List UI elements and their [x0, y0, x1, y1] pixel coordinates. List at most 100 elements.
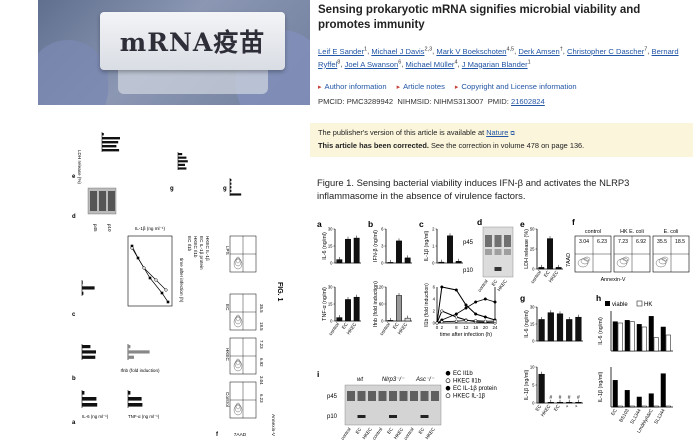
bar	[178, 163, 185, 166]
bar	[636, 324, 642, 352]
y-axis-label: Ifnb (fold induction)	[373, 281, 379, 327]
nature-link[interactable]: Nature	[486, 128, 509, 137]
fc-label: HKEC	[225, 348, 230, 361]
fc-contour	[235, 358, 241, 366]
bar	[653, 405, 659, 408]
y-tick-label: 30	[328, 227, 333, 232]
bar	[230, 182, 232, 185]
gel-band	[494, 267, 502, 271]
triangle-right-icon: ▸	[454, 84, 459, 91]
gel-band	[399, 391, 408, 401]
fc-label: EC	[225, 304, 230, 311]
author-name[interactable]: Michael Müller4	[405, 59, 458, 69]
bar-chart: IL-1β (ng/ml)012	[424, 227, 463, 266]
fc-number: 3.04	[259, 376, 264, 385]
category-label: HKEC	[548, 269, 561, 284]
ldh-bars	[101, 132, 120, 152]
author-link[interactable]: Bernard Ryffel	[318, 46, 679, 69]
bar	[82, 397, 97, 401]
bar	[624, 390, 630, 408]
fc-y-axis: 7AAD	[566, 253, 572, 267]
author-name[interactable]: Mark V Boekschoten4,5	[436, 46, 514, 56]
y-tick-label: 0	[433, 321, 436, 326]
bar	[82, 281, 83, 285]
nihmsid-label: NIHMSID:	[397, 97, 432, 106]
gel-band	[485, 249, 492, 255]
author-information-link[interactable]: ▸Author information	[318, 82, 387, 91]
category-label: +	[565, 404, 571, 409]
gel-band	[494, 249, 502, 255]
author-link[interactable]: Joel A Swanson	[344, 59, 399, 69]
y-tick-label: 10	[530, 365, 535, 370]
author-link[interactable]: Mark V Boekschoten	[436, 46, 507, 56]
author-name[interactable]: Leif E Sander1	[318, 46, 367, 56]
bar	[102, 145, 117, 148]
x-tick-label: 16	[473, 325, 478, 330]
author-name[interactable]: Joel A Swanson6	[344, 59, 402, 69]
author-name[interactable]: Bernard Ryffel8	[318, 47, 679, 69]
figure-label: FIG. 1	[276, 282, 283, 302]
author-information-label: Author information	[324, 82, 387, 91]
author-link[interactable]: Leif E Sander	[318, 46, 365, 56]
author-name[interactable]: Michael J Davis2,3	[371, 46, 432, 56]
author-name[interactable]: Christopher C Dascher7	[567, 46, 647, 56]
bar	[336, 317, 343, 322]
bar	[230, 186, 232, 189]
y-axis-label: IL-1β (ng/ml)	[524, 369, 530, 400]
pmcid-value: PMC3289942	[346, 97, 394, 106]
bar	[566, 319, 573, 342]
fc-contour	[235, 256, 241, 264]
tnf-bars	[127, 390, 143, 408]
vaccine-banner-image: mRNA疫苗	[38, 0, 310, 105]
pmid-link[interactable]: 21602824	[510, 97, 545, 106]
y-axis-label: Il1b (fold induction)	[424, 283, 430, 327]
fc-label: control	[585, 229, 601, 235]
bar	[102, 141, 119, 144]
author-link[interactable]: Christopher C Dascher	[567, 46, 645, 56]
fc-contour	[619, 257, 629, 265]
author-link[interactable]: Derk Amsen	[518, 46, 560, 56]
gel-label: p45	[463, 240, 474, 246]
panel-letter: a	[317, 219, 322, 229]
axis-label: TNF-α (ng ml⁻¹)	[128, 414, 160, 419]
article-title: Sensing prokaryotic mRNA signifies micro…	[318, 4, 641, 31]
legend-label: HKEC Il1b	[453, 379, 482, 385]
genotype-label: Asc⁻/⁻	[415, 377, 435, 383]
legend-label: HKEC IL-1β	[453, 394, 486, 400]
bar	[345, 299, 351, 322]
category-label: BS103	[618, 408, 631, 424]
y-tick-label: 0	[381, 319, 384, 324]
author-name[interactable]: Derk Amsen†	[518, 46, 562, 56]
series-point	[474, 319, 478, 323]
copyright-link[interactable]: ▸Copyright and License information	[455, 82, 577, 91]
bar	[648, 393, 654, 408]
article-notes-link[interactable]: ▸Article notes	[397, 82, 445, 91]
author-link[interactable]: J Magarian Blander	[461, 59, 528, 69]
author-link[interactable]: Michael Müller	[405, 59, 455, 69]
author-name[interactable]: J Magarian Blander1	[461, 59, 531, 69]
bar	[629, 321, 635, 352]
panel-letter: f	[572, 217, 575, 227]
vial-base	[118, 70, 268, 94]
gel-band	[431, 391, 439, 401]
legend-label: viable	[612, 302, 628, 308]
legend-label: EC Il1b	[453, 371, 473, 377]
ifnb-bars	[127, 344, 150, 360]
x-tick-label: 8	[455, 325, 458, 330]
il6-bars	[177, 152, 188, 170]
author-link[interactable]: Michael J Davis	[371, 46, 425, 56]
series-point	[464, 303, 468, 307]
gel-band	[389, 391, 397, 401]
series-point	[154, 278, 158, 282]
c-bars	[81, 280, 95, 296]
bar	[230, 179, 232, 182]
fc-axis: 7AAD	[234, 432, 247, 438]
fc-number: 6.92	[259, 358, 264, 367]
triangle-right-icon: ▸	[396, 84, 401, 91]
fc-number: 7.23	[618, 239, 628, 245]
y-axis-label: LDH release (%)	[524, 229, 530, 269]
corrected-notice: This article has been corrected.	[318, 141, 429, 150]
